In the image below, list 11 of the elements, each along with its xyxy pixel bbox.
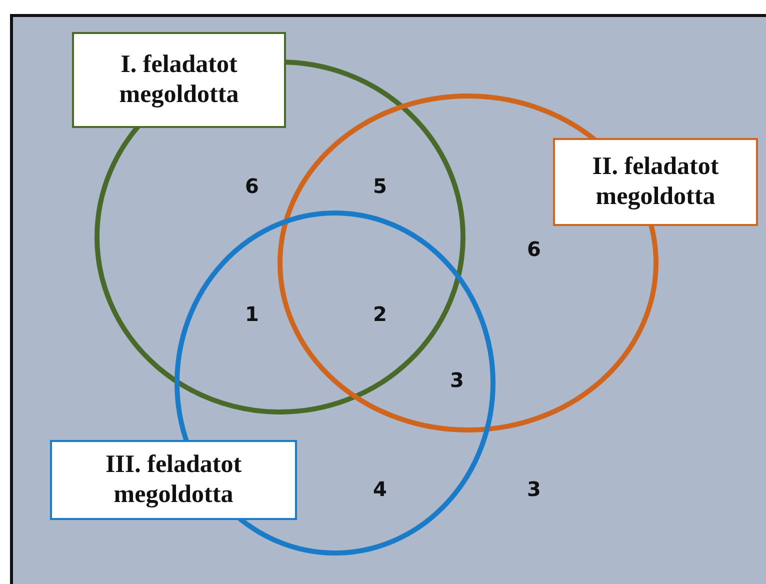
count-label: 4 [373, 477, 387, 501]
count-label: 1 [245, 302, 259, 326]
count-label: 2 [373, 302, 387, 326]
count-label: 6 [245, 174, 259, 198]
set-label: II. feladatot megoldotta [553, 138, 758, 226]
count-label: 6 [527, 237, 541, 261]
count-label: 3 [527, 477, 541, 501]
set-label: III. feladatot megoldotta [50, 440, 297, 520]
count-label: 3 [450, 368, 464, 392]
set-label: I. feladatot megoldotta [72, 32, 286, 128]
count-label: 5 [373, 174, 387, 198]
